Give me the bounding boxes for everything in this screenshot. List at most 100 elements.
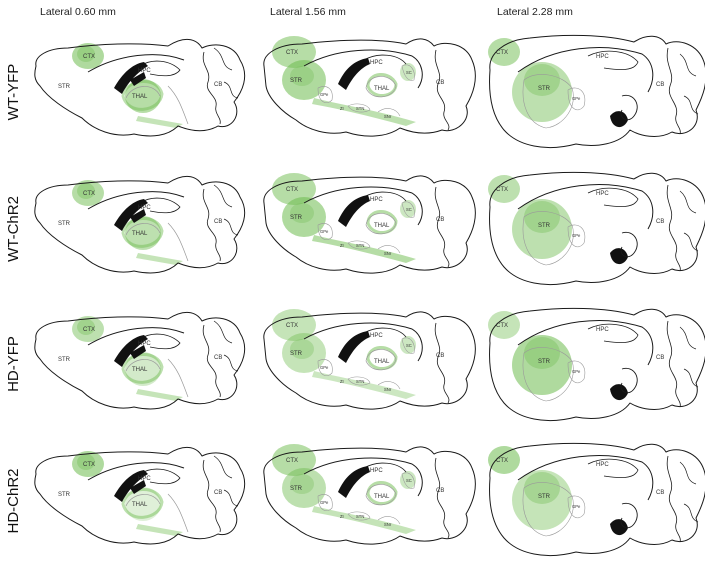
hippocampal-curl [620, 502, 638, 529]
label-zi: ZI [340, 106, 344, 111]
snr-outline [377, 108, 401, 117]
label-ctx: CTX [286, 187, 298, 193]
gpe-outline [567, 87, 586, 111]
thalamus-outline [365, 349, 397, 371]
str-expression-zone [282, 333, 326, 373]
corpus-callosum [517, 184, 654, 230]
lateral-ventricle [114, 199, 148, 231]
thal-expression-rim [366, 481, 398, 505]
cerebellum-folia-2 [679, 190, 699, 252]
label-zi: ZI [340, 514, 344, 519]
corpus-callosum [87, 462, 185, 481]
label-str: STR [538, 86, 551, 92]
cerebellum-folia [202, 324, 221, 398]
hippocampal-dark-zone [610, 248, 628, 265]
label-str: STR [538, 494, 551, 500]
label-str: STR [290, 351, 303, 357]
cerebellum-folia [434, 322, 450, 404]
ctx-expression-core [77, 183, 95, 199]
label-ctx: CTX [496, 458, 508, 464]
label-cb: CB [214, 490, 222, 496]
hippocampus-outline [587, 458, 639, 479]
label-gpe: GPe [320, 229, 329, 234]
label-str: STR [58, 84, 71, 90]
corpus-callosum [303, 457, 423, 497]
label-stn: STN [356, 379, 364, 384]
thal-expression-rim [121, 353, 164, 384]
thal-expression-rim [121, 80, 164, 111]
label-hpc: HPC [370, 468, 383, 474]
lateral-ventricle [338, 58, 370, 90]
label-stn: STN [356, 514, 364, 519]
brain-outline [34, 176, 246, 274]
hippocampus-outline [139, 60, 181, 77]
corpus-callosum [87, 191, 185, 210]
thal-expression-rim [366, 210, 398, 234]
brain-outline [263, 38, 476, 137]
hippocampal-curl [620, 231, 638, 258]
label-cb: CB [656, 355, 664, 361]
cerebellum-folia-2 [679, 461, 699, 523]
thal-expression-rim [366, 346, 398, 370]
label-stn: STN [356, 106, 364, 111]
label-hpc: HPC [138, 341, 151, 347]
label-thal: THAL [132, 502, 148, 508]
ctx-expression-zone [72, 180, 104, 206]
ctx-expression-zone [488, 38, 520, 66]
lateral-ventricle [114, 335, 148, 367]
brain-outline [489, 171, 705, 285]
label-gpe: GPe [572, 504, 581, 509]
gpe-outline [317, 359, 333, 376]
gpe-outline [317, 494, 333, 511]
brain-outline [263, 446, 476, 545]
label-ctx: CTX [286, 458, 298, 464]
label-sc: SC [406, 343, 412, 348]
label-cb: CB [214, 82, 222, 88]
label-str: STR [290, 215, 303, 221]
cerebellum-folia [434, 49, 450, 131]
label-cb: CB [656, 490, 664, 496]
label-hpc: HPC [596, 54, 609, 60]
brain-outline [34, 447, 246, 545]
label-hpc: HPC [370, 197, 383, 203]
lateral-ventricle [338, 466, 370, 498]
gpe-outline [317, 223, 333, 240]
label-thal: THAL [132, 94, 148, 100]
str-outline [522, 74, 574, 129]
hippocampal-curl [620, 367, 638, 394]
corpus-callosum [303, 186, 423, 226]
thal-expression-rim [366, 73, 398, 97]
cerebellum-folia-2 [679, 326, 699, 388]
thal-expression-rim [121, 217, 164, 248]
gpe-outline [317, 86, 333, 103]
label-sc: SC [406, 70, 412, 75]
label-hpc: HPC [596, 327, 609, 333]
ctx-expression-zone [488, 311, 520, 339]
sc-outline [401, 64, 415, 81]
brain-outline [489, 442, 705, 556]
ventricle-fold [130, 209, 146, 223]
brainstem-line [167, 493, 189, 533]
label-hpc: HPC [596, 462, 609, 468]
sc-expression-zone [400, 336, 416, 354]
corpus-callosum [87, 327, 185, 346]
hippocampus-outline [139, 333, 181, 350]
corpus-callosum [303, 322, 423, 362]
ctx-expression-core [77, 46, 95, 62]
cerebellum-folia-2 [213, 47, 239, 99]
hippocampus-outline [587, 187, 639, 208]
str-outline [522, 211, 574, 266]
label-ctx: CTX [286, 323, 298, 329]
cerebellum-folia-2 [213, 455, 239, 507]
lateral-ventricle [338, 195, 370, 227]
label-cb: CB [436, 80, 444, 86]
cerebellum-folia [666, 455, 681, 543]
